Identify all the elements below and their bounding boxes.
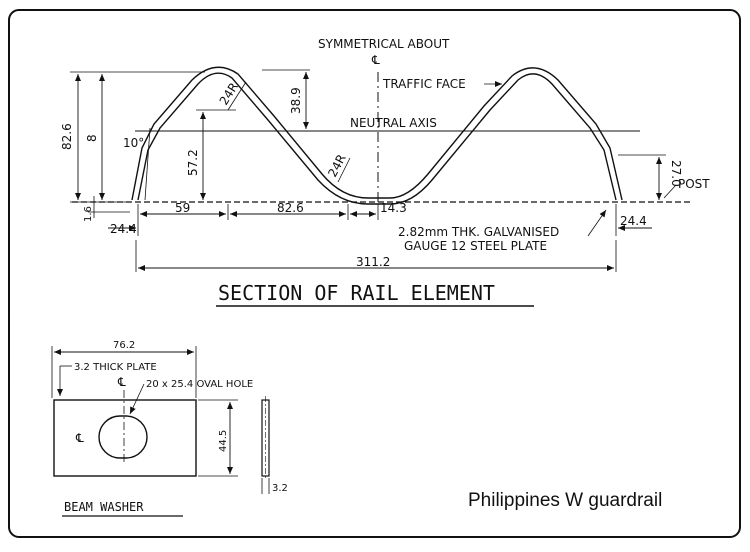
rail-section: SYMMETRICAL ABOUT ℄ NEUTRAL AXIS 10° 82.… (60, 37, 710, 307)
washer-centerline-left: ℄ (75, 431, 84, 445)
dim-overall-width-label: 311.2 (356, 255, 390, 269)
radius-top-leader (227, 81, 247, 111)
dim-top-to-axis-label: 38.9 (289, 87, 303, 114)
washer-oval-hole (98, 415, 148, 459)
angle-ref-line (144, 127, 151, 201)
dim-right-flange-label: 24.4 (620, 214, 647, 228)
plate-note-line1: 2.82mm THK. GALVANISED (398, 225, 559, 239)
dim-right-flange-height-label: 27.0 (669, 160, 683, 187)
dim-seg3-label: 14.3 (380, 201, 407, 215)
dim-axis-height-label: 57.2 (186, 149, 200, 176)
post-leader (663, 184, 677, 199)
dim-left-flange-label: 24.4 (110, 222, 137, 236)
washer-dim-height-label: 44.5 (218, 430, 229, 452)
dim-seg1-label: 59 (175, 201, 190, 215)
dim-base-label: 1.6 (83, 206, 94, 222)
washer-centerline-top: ℄ (117, 375, 126, 389)
radius-bottom-label: 24R (325, 152, 348, 179)
washer-thick-plate-label: 3.2 THICK PLATE (74, 362, 157, 373)
post-label: POST (678, 177, 710, 191)
angle-label: 10° (123, 136, 144, 150)
washer-plate (53, 399, 197, 477)
washer-dim-thickness-label: 3.2 (272, 483, 288, 494)
w-beam-profile-inner (131, 66, 623, 201)
plate-note-line2: GAUGE 12 STEEL PLATE (404, 239, 547, 253)
dim-inner-height-label: 8 (85, 134, 99, 142)
w-beam-profile-outer (137, 72, 617, 205)
plate-note-leader (587, 209, 607, 237)
neutral-axis-label: NEUTRAL AXIS (350, 116, 437, 130)
beam-washer: 76.2 3.2 THICK PLATE ℄ 20 x 25.4 OVAL HO… (51, 340, 288, 517)
centerline-symbol: ℄ (371, 53, 380, 67)
washer-hole-label: 20 x 25.4 OVAL HOLE (146, 379, 253, 390)
dim-seg2-label: 82.6 (277, 201, 304, 215)
traffic-face-label: TRAFFIC FACE (382, 77, 466, 91)
section-heading: SECTION OF RAIL ELEMENT (218, 281, 495, 305)
dim-overall-height-label: 82.6 (60, 123, 74, 150)
washer-hole-leader (129, 383, 145, 415)
radius-bottom-leader (337, 157, 351, 183)
drawing-border (8, 9, 741, 538)
drawing-title: Philippines W guardrail (468, 490, 662, 511)
washer-dim-width-label: 76.2 (113, 340, 135, 351)
washer-heading: BEAM WASHER (64, 500, 144, 514)
symmetrical-about-label: SYMMETRICAL ABOUT (318, 37, 450, 51)
